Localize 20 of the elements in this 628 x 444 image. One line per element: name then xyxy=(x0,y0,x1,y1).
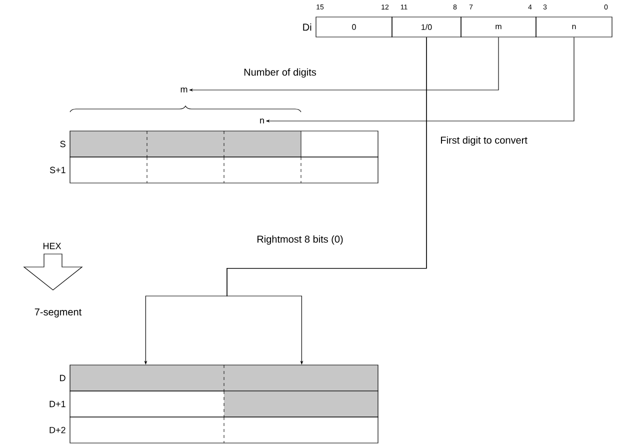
edge-label: Number of digits xyxy=(242,67,318,79)
row-label: S xyxy=(60,140,66,148)
register-row xyxy=(70,390,378,418)
conversion-label: 7-segment xyxy=(34,308,82,318)
register-cell: 0 xyxy=(316,16,392,38)
register-row xyxy=(70,416,378,444)
row-label: D xyxy=(60,374,66,382)
edge-label: First digit to convert xyxy=(439,135,528,147)
row-label: D+1 xyxy=(50,400,66,408)
register-row xyxy=(70,156,378,184)
edge-label: Rightmost 8 bits (0) xyxy=(256,234,344,246)
register-row xyxy=(70,130,378,158)
register-cell: m xyxy=(460,16,536,38)
bit-label: n xyxy=(260,118,264,124)
register-cell: 1/0 xyxy=(392,16,462,38)
bit-label: m xyxy=(180,88,188,92)
row-label: S+1 xyxy=(50,166,66,174)
register-cell: n xyxy=(536,16,612,38)
row-label: D+2 xyxy=(50,426,66,434)
conversion-label: HEX xyxy=(43,242,62,250)
